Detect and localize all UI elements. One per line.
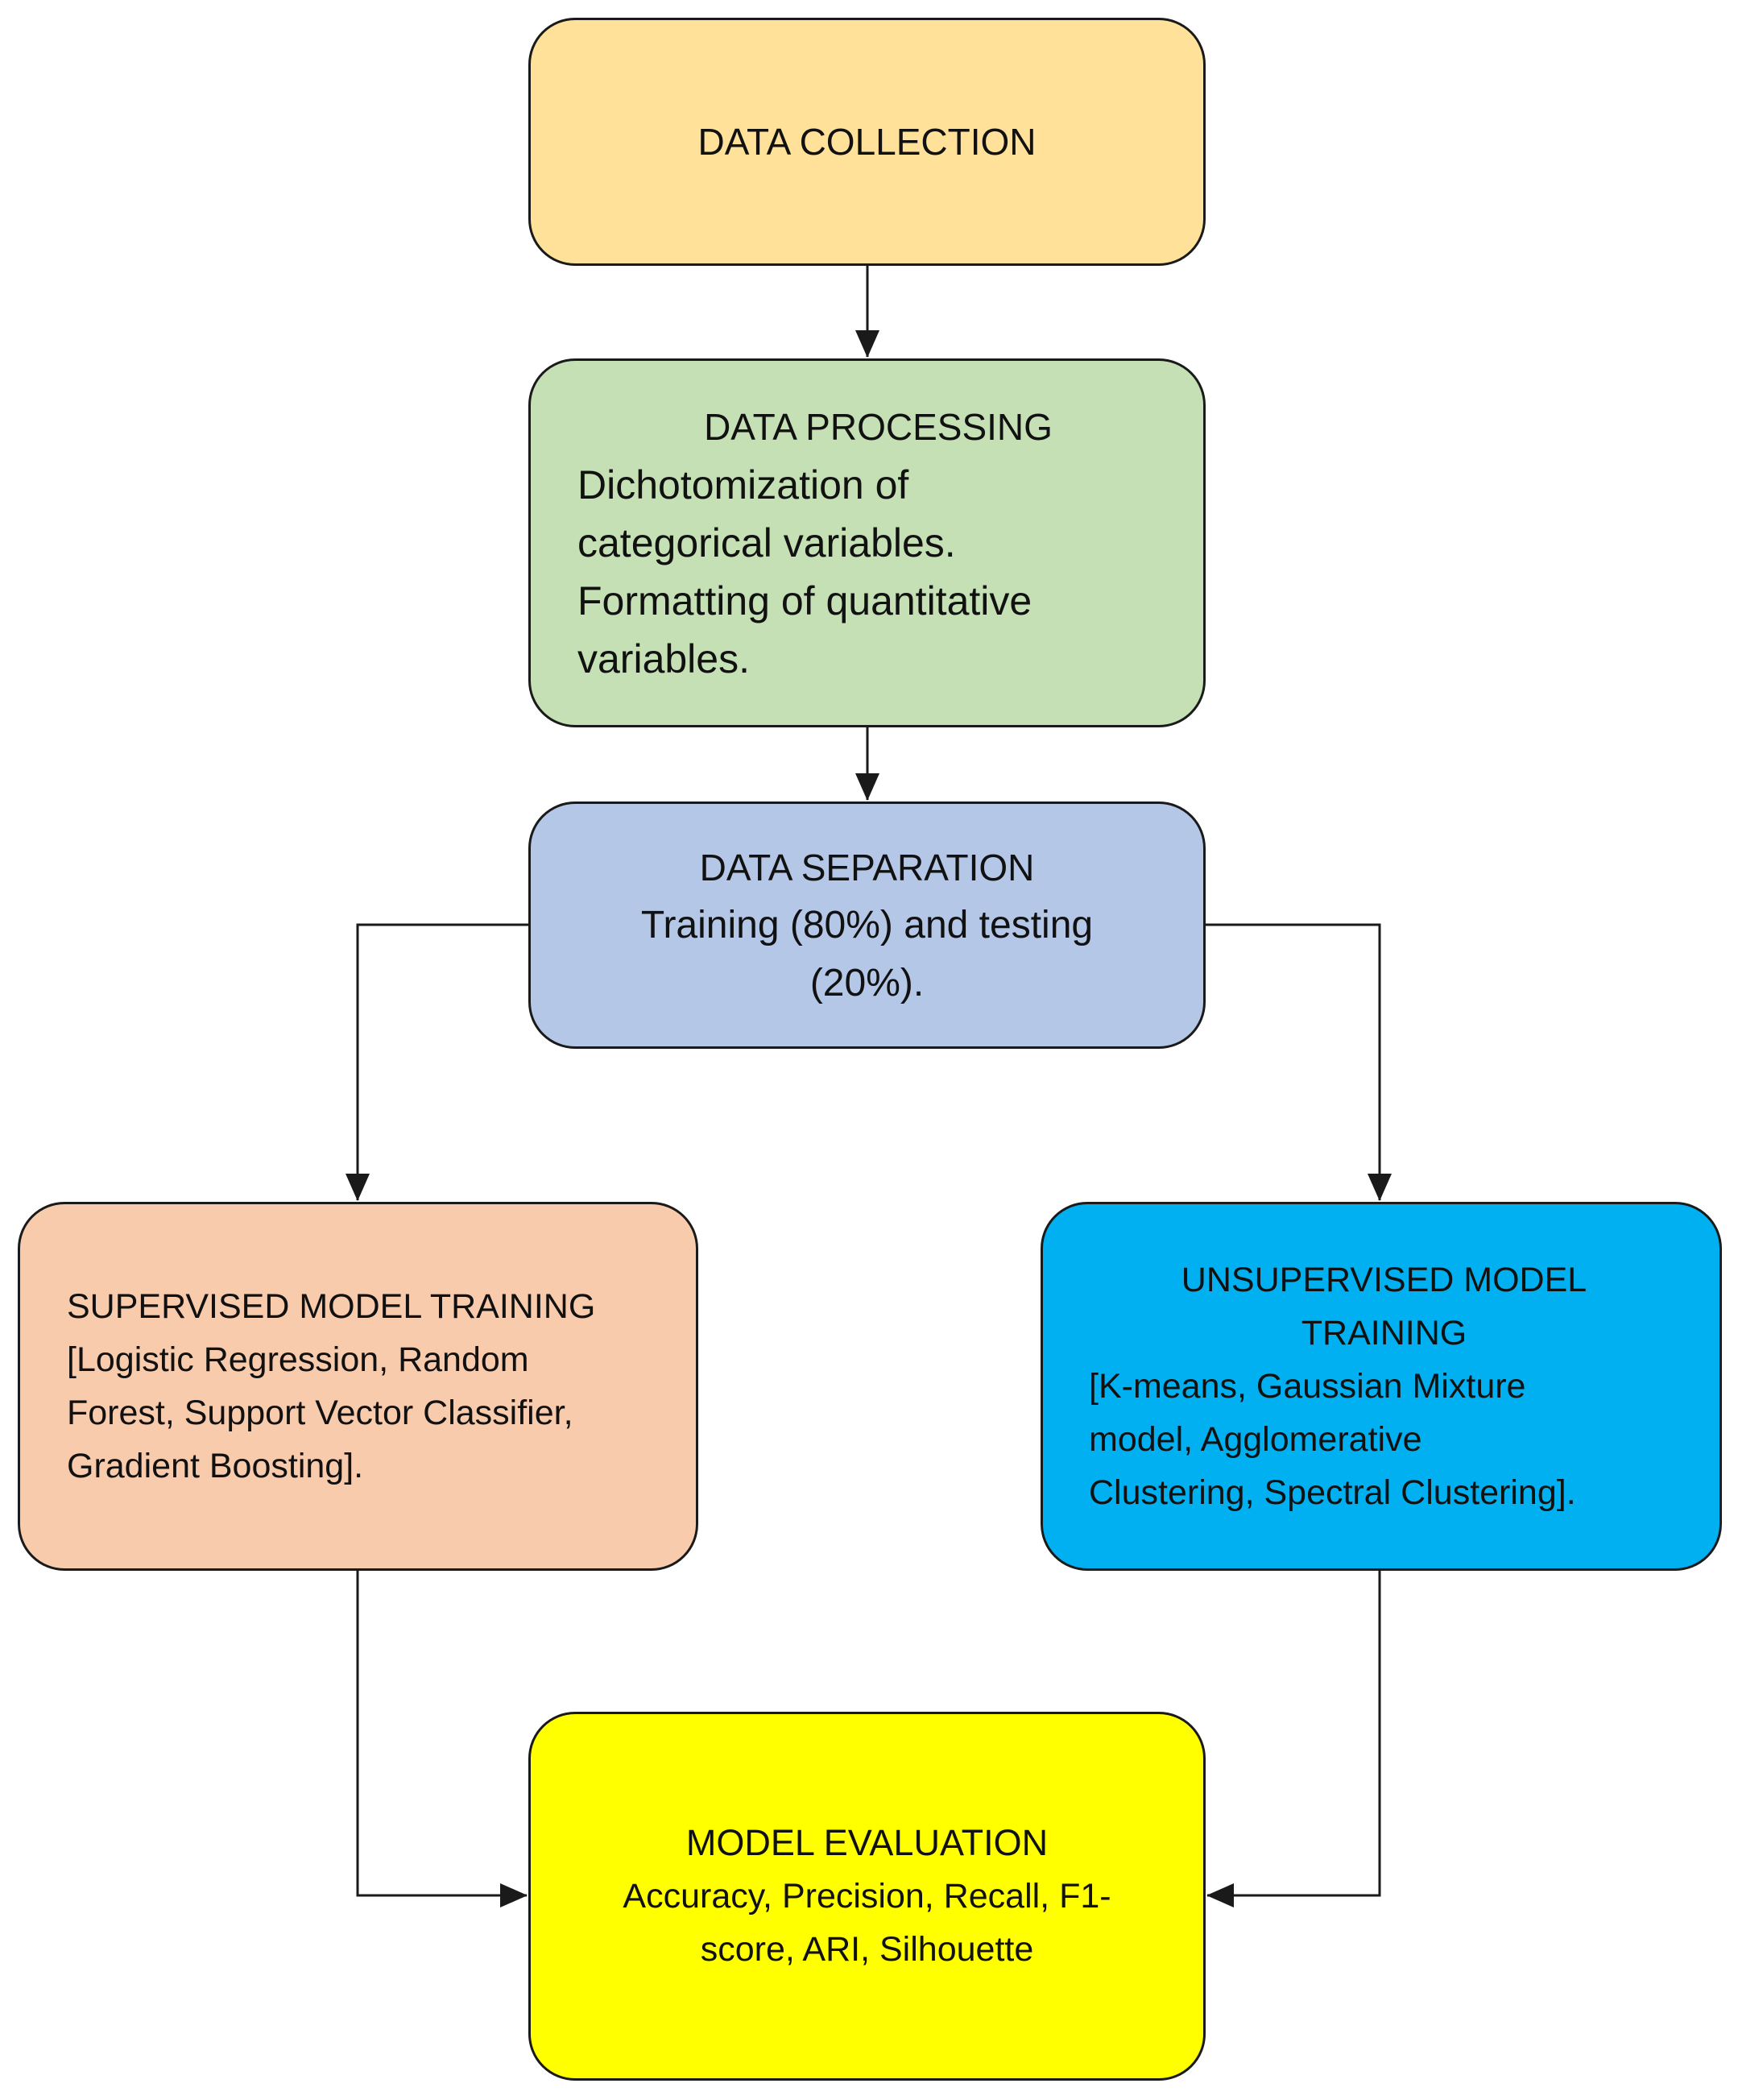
- edge-unsupervised-to-evaluation: [1206, 1571, 1381, 1907]
- data-separation-title: DATA SEPARATION: [699, 846, 1035, 888]
- edge-separation-to-unsupervised: [1206, 923, 1392, 1201]
- data-processing-title: DATA PROCESSING: [704, 406, 1053, 448]
- data-collection-box: DATA COLLECTION: [528, 18, 1206, 266]
- supervised-training-title: SUPERVISED MODEL TRAINING: [67, 1287, 596, 1326]
- model-evaluation-description: Accuracy, Precision, Recall, F1- score, …: [623, 1877, 1111, 1969]
- data-collection-title: DATA COLLECTION: [697, 121, 1037, 163]
- data-separation-box: DATA SEPARATION Training (80%) and testi…: [528, 801, 1206, 1049]
- supervised-training-box: SUPERVISED MODEL TRAINING [Logistic Regr…: [18, 1202, 698, 1571]
- model-evaluation-title: MODEL EVALUATION: [685, 1822, 1049, 1863]
- unsupervised-training-description: [K-means, Gaussian Mixture model, Agglom…: [1089, 1367, 1576, 1512]
- data-processing-box: DATA PROCESSING Dichotomization of categ…: [528, 358, 1206, 727]
- model-evaluation-box: MODEL EVALUATION Accuracy, Precision, Re…: [528, 1712, 1206, 2081]
- supervised-training-description: [Logistic Regression, Random Forest, Sup…: [67, 1340, 573, 1485]
- edge-supervised-to-evaluation: [356, 1571, 528, 1907]
- data-processing-description: Dichotomization of categorical variables…: [577, 462, 1032, 681]
- unsupervised-training-title: UNSUPERVISED MODEL TRAINING: [1181, 1261, 1587, 1352]
- unsupervised-training-box: UNSUPERVISED MODEL TRAINING [K-means, Ga…: [1041, 1202, 1722, 1571]
- data-separation-description: Training (80%) and testing (20%).: [640, 903, 1094, 1004]
- edge-separation-to-supervised: [346, 923, 528, 1201]
